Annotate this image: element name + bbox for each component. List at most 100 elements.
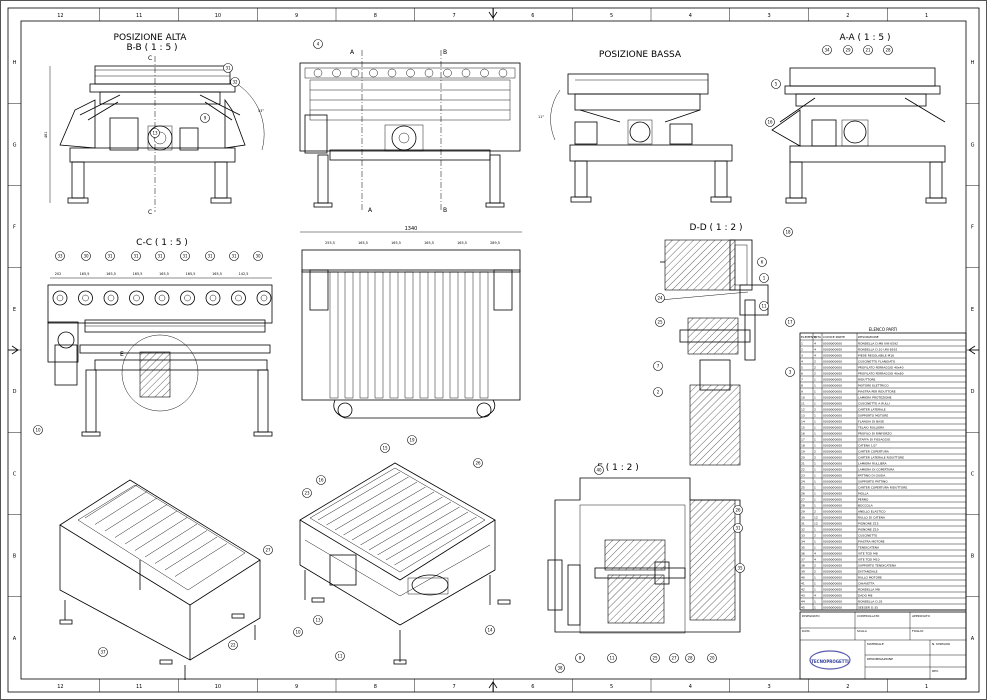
tb-cell-label: N. DISEGNO [932, 642, 951, 646]
bom-cell: 0000000000 [823, 498, 842, 502]
balloon [229, 251, 239, 261]
bom-cell: 0000000000 [823, 384, 842, 388]
bom-cell: 0000000000 [823, 552, 842, 556]
bom-cell: PROFILATO FERRAGGIO 40x80 [858, 372, 904, 376]
balloon [555, 663, 565, 673]
balloon [131, 251, 141, 261]
balloon [253, 251, 263, 261]
balloon [759, 301, 769, 311]
bom-cell: 11 [801, 402, 805, 406]
ruler-bottom-label: 6 [531, 684, 534, 690]
bom-cell: 26 [801, 492, 805, 496]
balloon [33, 425, 43, 435]
bom-cell: 4 [814, 552, 816, 556]
roller [129, 290, 144, 306]
view-aa: A-A ( 1 : 5 ) [771, 33, 947, 204]
roller [103, 290, 119, 306]
bom-cell: MOTORE ELETTRICO [858, 384, 889, 388]
bom-cell: 1 [801, 342, 803, 346]
balloon-number: 31 [133, 253, 139, 258]
ruler-right-label: F [971, 225, 974, 231]
bom-cell: 2 [814, 570, 816, 574]
balloon [650, 653, 660, 663]
balloon-number: 23 [304, 490, 310, 495]
roller-hub [260, 294, 268, 302]
balloon-number: 31 [157, 253, 163, 258]
iso-slat [385, 511, 469, 561]
view-dd: D-D ( 1 : 2 ) [659, 223, 769, 466]
balloon [155, 251, 165, 261]
ruler-top-label: 11 [136, 13, 142, 19]
slat [404, 271, 414, 399]
bom-cell: 0000000000 [823, 570, 842, 574]
bom-cell: 0000000000 [823, 366, 842, 370]
cc-dim-label: 202 [55, 272, 61, 276]
ruler-bottom-label: 3 [768, 684, 771, 690]
bom-cell: 0000000000 [823, 354, 842, 358]
bom-cell: 0000000000 [823, 474, 842, 478]
roller [78, 290, 93, 306]
bom-cell: 0000000000 [823, 588, 842, 592]
balloon [407, 435, 417, 445]
center-mark-top [488, 8, 498, 19]
bom-cell: LAMIERA RULLIERA [858, 462, 887, 466]
bom-cell: DISTANZIALE [858, 570, 878, 574]
bom-cell: 45 [801, 606, 805, 610]
balloon [785, 367, 795, 377]
ruler-bottom-label: 10 [215, 684, 221, 690]
bom-cell: 25 [801, 486, 805, 490]
balloon [380, 443, 390, 453]
bom-cell: 9 [801, 390, 803, 394]
cc-dim-label: 165,5 [186, 272, 196, 276]
bom-cell: TELAIO RULLIERA [857, 426, 885, 430]
balloon-number: 30 [83, 253, 89, 258]
bom-cell: 1 [814, 600, 816, 604]
balloon-number: 4 [317, 41, 320, 46]
bom-cell: 1 [814, 588, 816, 592]
balloon [783, 227, 793, 237]
bom-cell: 1 [814, 492, 816, 496]
ruler-left-label: H [13, 60, 17, 66]
cc-dim-label: 165,5 [106, 272, 116, 276]
balloon-number: 28 [687, 655, 693, 660]
roller-hub [107, 294, 115, 302]
balloon-number: 32 [232, 79, 238, 84]
bom-cell: 1 [814, 606, 816, 610]
bom-cell: 1 [814, 438, 816, 442]
tb-cell-label: DISEGNATO [802, 614, 820, 618]
balloon [655, 293, 665, 303]
balloon-number: 7 [657, 363, 660, 368]
bom-cell: 0000000000 [823, 528, 842, 532]
bom-cell: 2 [814, 366, 816, 370]
ruler-bottom-label: 8 [374, 684, 377, 690]
balloon-number: 11 [609, 655, 615, 660]
cc-dim-label: 165,5 [80, 272, 90, 276]
bom-cell: 37 [801, 558, 805, 562]
cc-label: C-C ( 1 : 5 ) [136, 238, 188, 248]
plan-dim-label: 289,5 [490, 241, 500, 245]
ruler-top-label: 7 [453, 13, 456, 19]
dd-label: D-D ( 1 : 2 ) [690, 223, 743, 233]
balloon-number: 11 [337, 653, 343, 658]
iso-slat [144, 523, 198, 558]
bom-cell: 0000000000 [823, 456, 842, 460]
balloon [302, 488, 312, 498]
ruler-left-label: G [13, 142, 17, 148]
bom-cell: 4 [814, 348, 816, 352]
bom-cell: CATENA 1/2" [858, 444, 878, 448]
bom-cell: 0000000000 [823, 486, 842, 490]
bom-cell: 0000000000 [823, 450, 842, 454]
bom-cell: PERNO [858, 498, 869, 502]
bom-cell: 1 [814, 540, 816, 544]
balloon [228, 640, 238, 650]
roller-end [480, 68, 489, 78]
svg-text:B: B [443, 49, 447, 56]
balloon [607, 653, 617, 663]
bom-cell: 16 [801, 432, 805, 436]
roller-hub [158, 294, 166, 302]
balloon-number: 15 [382, 445, 388, 450]
iso-slat [317, 471, 401, 521]
bom-cell: SUPPORTO PATTINO [858, 480, 888, 484]
bom-cell: 15 [801, 426, 805, 430]
balloon [785, 317, 795, 327]
